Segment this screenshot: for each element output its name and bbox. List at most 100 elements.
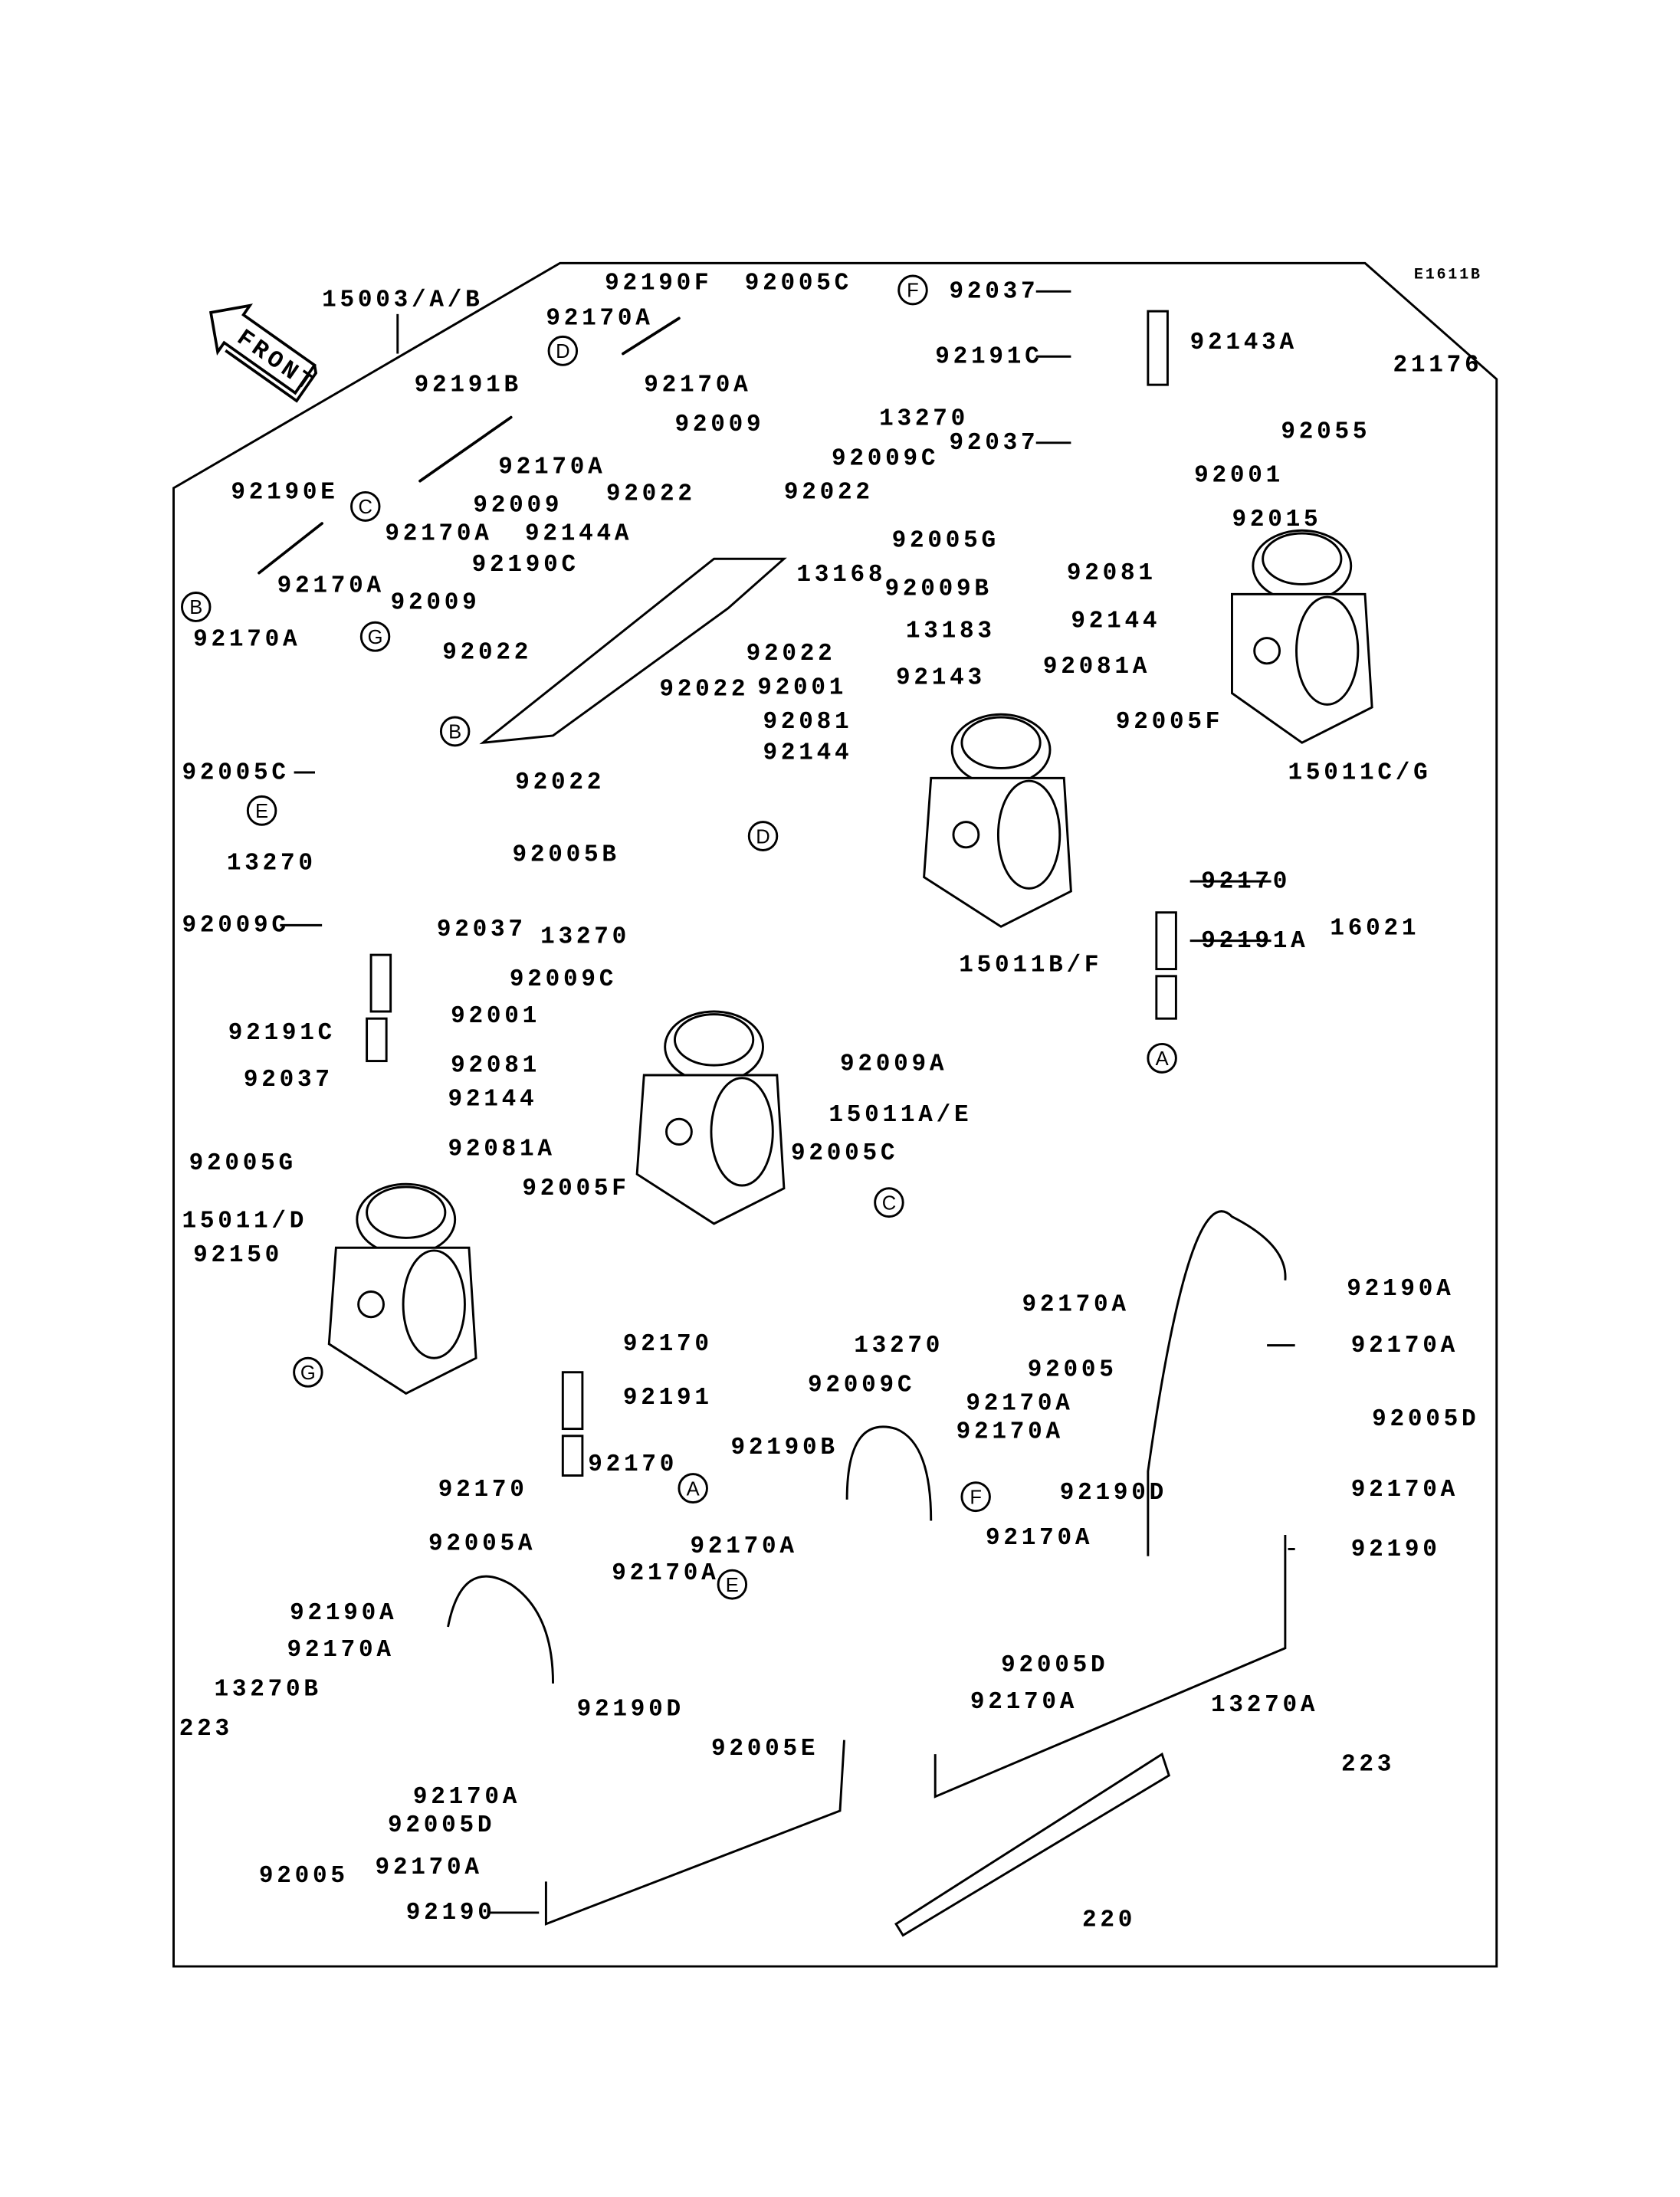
part-number-label: 92022 bbox=[442, 639, 532, 666]
part-number-label: 92144 bbox=[1071, 608, 1160, 635]
part-number-label: 92022 bbox=[746, 641, 836, 667]
callout-letter: B bbox=[448, 722, 461, 743]
part-number-label: 13270A bbox=[1211, 1692, 1318, 1719]
connection-callout: F bbox=[897, 274, 928, 306]
connection-callout: E bbox=[246, 795, 277, 826]
callout-letter: C bbox=[882, 1192, 896, 1214]
part-number-label: 92005D bbox=[388, 1812, 495, 1839]
part-number-label: 15011B/F bbox=[959, 952, 1102, 979]
assembly-boundary bbox=[172, 261, 1498, 1968]
part-number-label: 92170A bbox=[956, 1418, 1064, 1445]
part-number-label: 92191C bbox=[935, 343, 1042, 370]
part-number-label: 15011A/E bbox=[829, 1102, 972, 1129]
callout-letter: F bbox=[907, 280, 919, 302]
part-number-label: 92190D bbox=[1060, 1480, 1167, 1507]
part-number-label: 92170A bbox=[498, 454, 605, 480]
part-number-label: 92005 bbox=[259, 1863, 349, 1890]
part-number-label: 15003/A/B bbox=[322, 287, 483, 314]
connection-callout: G bbox=[293, 1356, 323, 1388]
part-number-label: 92170A bbox=[1022, 1291, 1129, 1318]
callout-circle-icon bbox=[439, 716, 471, 747]
hoses bbox=[258, 310, 1287, 1926]
connection-callout: F bbox=[960, 1481, 991, 1513]
part-number-label: 92190 bbox=[1351, 1536, 1441, 1563]
part-number-label: 92170A bbox=[612, 1560, 719, 1587]
callout-circle-icon bbox=[717, 1569, 748, 1600]
carburetor-4 bbox=[327, 1182, 477, 1395]
part-number-label: 223 bbox=[179, 1716, 233, 1743]
callout-letter: A bbox=[1156, 1048, 1170, 1070]
part-number-label: 92009 bbox=[391, 590, 481, 617]
part-number-label: 92170 bbox=[1201, 868, 1291, 895]
part-number-label: 92015 bbox=[1232, 507, 1321, 533]
part-number-label: 21176 bbox=[1393, 352, 1483, 379]
part-number-label: 92009C bbox=[808, 1372, 915, 1399]
part-number-label: 92009C bbox=[832, 445, 939, 472]
part-number-label: 92005B bbox=[513, 841, 620, 868]
part-number-label: 92170A bbox=[277, 572, 385, 599]
part-number-label: 92022 bbox=[515, 769, 605, 796]
callout-circle-icon bbox=[678, 1473, 708, 1504]
part-number-label: 92005C bbox=[182, 759, 289, 786]
connection-callout: C bbox=[874, 1187, 904, 1218]
part-number-label: 92005F bbox=[522, 1176, 629, 1202]
part-number-label: 92170 bbox=[623, 1331, 713, 1358]
part-number-label: 92170A bbox=[193, 627, 300, 654]
connection-callout: D bbox=[747, 821, 779, 851]
part-number-label: 13270 bbox=[854, 1333, 943, 1359]
part-number-label: 92081A bbox=[1043, 654, 1150, 680]
callout-letter: E bbox=[726, 1575, 739, 1596]
part-number-label: 92005C bbox=[745, 270, 852, 297]
connection-callout: A bbox=[678, 1473, 708, 1504]
part-number-label: 92001 bbox=[451, 1003, 540, 1030]
part-number-label: 13270 bbox=[879, 406, 969, 433]
part-number-label: 92144 bbox=[763, 739, 853, 766]
part-number-label: 92144A bbox=[525, 520, 632, 547]
part-number-label: 92191B bbox=[415, 372, 522, 398]
part-number-label: 92081 bbox=[451, 1052, 540, 1079]
part-number-label: 92170 bbox=[438, 1477, 528, 1503]
part-number-label: 92190 bbox=[406, 1900, 496, 1926]
part-number-label: 92009C bbox=[182, 913, 289, 939]
callout-letter: B bbox=[189, 597, 202, 618]
part-number-label: 92081 bbox=[1067, 560, 1157, 587]
part-number-label: 92005F bbox=[1116, 709, 1223, 736]
part-number-label: 13183 bbox=[906, 618, 996, 645]
part-number-label: 92009C bbox=[510, 966, 617, 993]
part-number-label: 92005E bbox=[711, 1736, 819, 1763]
part-number-label: 92170A bbox=[413, 1784, 520, 1811]
front-arrow-icon: FRONT bbox=[208, 303, 320, 403]
part-number-label: 92009B bbox=[884, 575, 992, 602]
callout-letter: D bbox=[756, 826, 769, 848]
part-number-label: 92170 bbox=[588, 1451, 678, 1478]
part-number-label: 92144 bbox=[448, 1087, 538, 1113]
leader-lines bbox=[280, 290, 1295, 1914]
part-number-label: 92191A bbox=[1201, 928, 1308, 955]
connection-callout: B bbox=[181, 592, 212, 622]
part-number-label: 92055 bbox=[1281, 418, 1370, 445]
part-number-label: 92190E bbox=[231, 480, 338, 507]
part-number-label: 13168 bbox=[796, 562, 886, 589]
callout-circle-icon bbox=[359, 621, 391, 652]
part-number-label: 92190F bbox=[605, 270, 712, 297]
part-number-label: 15011C/G bbox=[1288, 759, 1432, 786]
callout-letter: G bbox=[300, 1362, 316, 1384]
callout-circle-icon bbox=[1147, 1042, 1177, 1074]
part-number-label: 92005D bbox=[1001, 1652, 1108, 1679]
part-number-label: 16021 bbox=[1330, 915, 1419, 942]
carburetor-2 bbox=[923, 713, 1072, 928]
callout-letter: A bbox=[687, 1478, 701, 1500]
callout-letter: E bbox=[255, 801, 268, 822]
part-number-label: 92037 bbox=[949, 278, 1039, 305]
callout-letter: C bbox=[359, 497, 372, 518]
part-number-label: 92170A bbox=[1351, 1333, 1459, 1359]
callout-circle-icon bbox=[747, 821, 779, 851]
part-number-label: 92001 bbox=[1194, 462, 1284, 489]
part-number-label: 92191C bbox=[228, 1020, 336, 1047]
part-number-label: 92005D bbox=[1372, 1406, 1479, 1433]
part-number-label: 92170A bbox=[385, 520, 492, 547]
part-number-label: 92005 bbox=[1028, 1356, 1117, 1383]
connection-callout: A bbox=[1147, 1042, 1177, 1074]
